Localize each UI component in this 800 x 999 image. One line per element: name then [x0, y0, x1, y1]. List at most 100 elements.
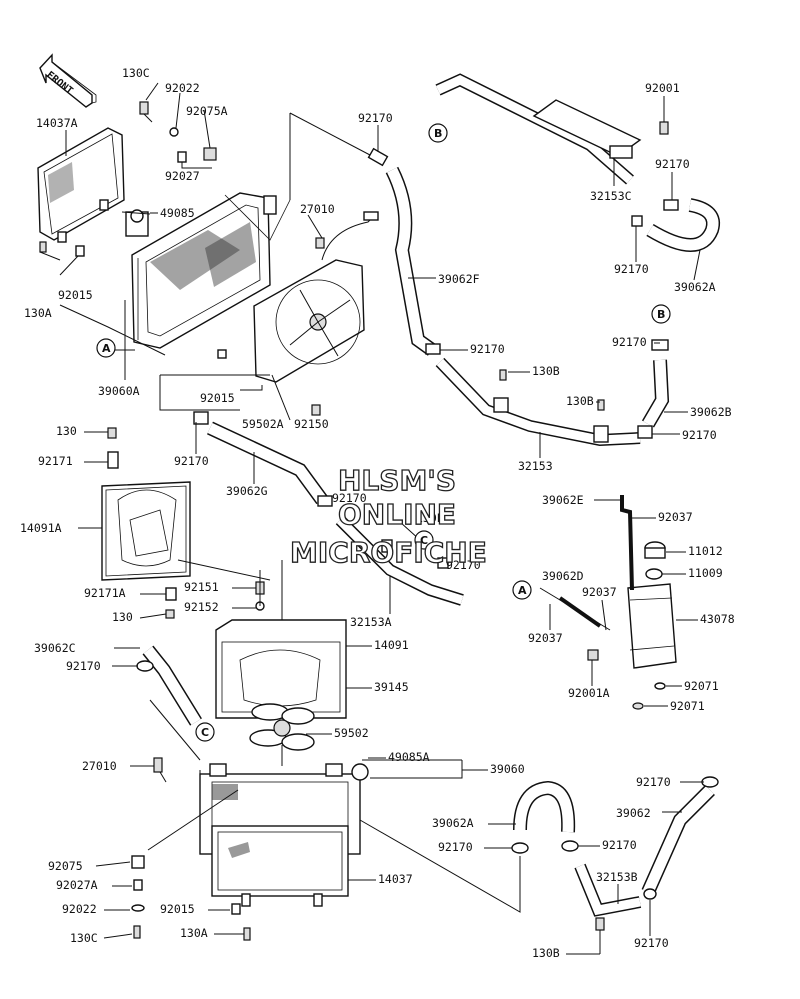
lower-left-fasteners: [131, 757, 251, 941]
part-label: 92071: [684, 679, 719, 693]
lower-leader-lines: [147, 521, 611, 913]
part-label: 130: [112, 610, 133, 624]
part-label: 92001A: [568, 686, 610, 700]
part-label: 92015: [160, 902, 195, 916]
part-label: 130A: [180, 926, 208, 940]
svg-text:A: A: [518, 584, 527, 597]
part-label: 130B: [532, 946, 560, 960]
part-label: 130A: [24, 306, 52, 320]
upper-fasteners: [39, 101, 325, 416]
hose-39062b: [637, 339, 670, 439]
part-label: 39062A: [674, 280, 716, 294]
part-label: 27010: [300, 202, 335, 216]
connector-c-mid: C: [414, 530, 434, 550]
part-label: 130: [56, 424, 77, 438]
svg-text:C: C: [420, 534, 428, 547]
part-label: 92027: [165, 169, 200, 183]
part-label: 39062A: [432, 816, 474, 830]
part-label: 11012: [688, 544, 723, 558]
part-label: 59502A: [242, 417, 284, 431]
part-label: 49085: [160, 206, 195, 220]
hose-39062f: [367, 147, 441, 356]
hose-39062c: [136, 645, 202, 726]
part-label: 32153A: [350, 615, 392, 629]
part-label: 92037: [658, 510, 693, 524]
part-label: 14091A: [20, 521, 62, 535]
part-label: 92170: [174, 454, 209, 468]
part-label: 92170: [636, 775, 671, 789]
part-label: 92150: [294, 417, 329, 431]
part-label: 92171: [38, 454, 73, 468]
part-label: 39062D: [542, 569, 584, 583]
part-label: 92022: [62, 902, 97, 916]
part-label: 130B: [532, 364, 560, 378]
pipe-32153a: [335, 515, 464, 606]
part-label: 92170: [438, 840, 473, 854]
part-label: 39062F: [438, 272, 480, 286]
reservoir-tank-43078: [558, 495, 677, 710]
part-label: 92170: [612, 335, 647, 349]
part-label: 92022: [165, 81, 200, 95]
connector-a-right: A: [512, 580, 532, 600]
part-label: 92170: [446, 558, 481, 572]
part-label: 92170: [602, 838, 637, 852]
part-label: 130E: [416, 511, 444, 525]
part-label: 92151: [184, 580, 219, 594]
lower-screen-14037: [211, 825, 349, 907]
part-label: 32153: [518, 459, 553, 473]
pipe-32153c: [435, 73, 669, 185]
part-label: 14037A: [36, 116, 78, 130]
part-label: 39062B: [690, 405, 732, 419]
part-label: 92170: [66, 659, 101, 673]
part-label: 92027A: [56, 878, 98, 892]
lower-shroud-14091a: [101, 481, 191, 581]
part-label: 92075A: [186, 104, 228, 118]
part-label: 130C: [70, 931, 98, 945]
upper-screen-part: [37, 127, 125, 243]
part-label-group: 130C 92022 92075A 14037A 92027 49085 270…: [20, 66, 735, 960]
pipe-32153: [435, 357, 641, 447]
part-label: 92152: [184, 600, 219, 614]
part-label: 92037: [528, 631, 563, 645]
svg-text:A: A: [102, 342, 111, 355]
connector-b-left: B: [428, 123, 448, 143]
part-label: 92170: [655, 157, 690, 171]
part-label: 39062E: [542, 493, 584, 507]
part-label: 92015: [200, 391, 235, 405]
part-label: 14091: [374, 638, 409, 652]
part-label: 39060A: [98, 384, 140, 398]
part-label: 14037: [378, 872, 413, 886]
part-label: 92170: [682, 428, 717, 442]
part-label: 39062C: [34, 641, 76, 655]
watermark-line-1: HLSM'S: [338, 464, 456, 497]
watermark-line-3: MICROFICHE: [290, 536, 487, 569]
part-label: 92071: [670, 699, 705, 713]
part-label: 49085A: [388, 750, 430, 764]
part-label: 130C: [122, 66, 150, 80]
hose-39062g: [193, 411, 333, 507]
part-label: 92037: [582, 585, 617, 599]
upper-fan-shroud-part: [253, 211, 379, 383]
part-label: 39062: [616, 806, 651, 820]
svg-text:C: C: [201, 726, 209, 739]
part-label: 92170: [470, 342, 505, 356]
svg-text:B: B: [657, 308, 665, 321]
part-label: 92171A: [84, 586, 126, 600]
part-label: 39062G: [226, 484, 268, 498]
part-label: 92170: [634, 936, 669, 950]
connector-c-left: C: [195, 722, 215, 742]
connector-b-right: B: [651, 304, 671, 324]
front-arrow-icon: [39, 53, 97, 108]
part-label: 92015: [58, 288, 93, 302]
hose-39062-lower: [641, 776, 719, 900]
svg-text:B: B: [434, 127, 442, 140]
part-label: 92075: [48, 859, 83, 873]
upper-radiator-part: [125, 192, 277, 349]
upper-leader-lines: [39, 82, 371, 421]
part-label: 39060: [490, 762, 525, 776]
part-label: 92170: [332, 491, 367, 505]
watermark: HLSM'S ONLINE MICROFICHE: [289, 463, 487, 569]
part-label: 92170: [358, 111, 393, 125]
part-label: 27010: [82, 759, 117, 773]
